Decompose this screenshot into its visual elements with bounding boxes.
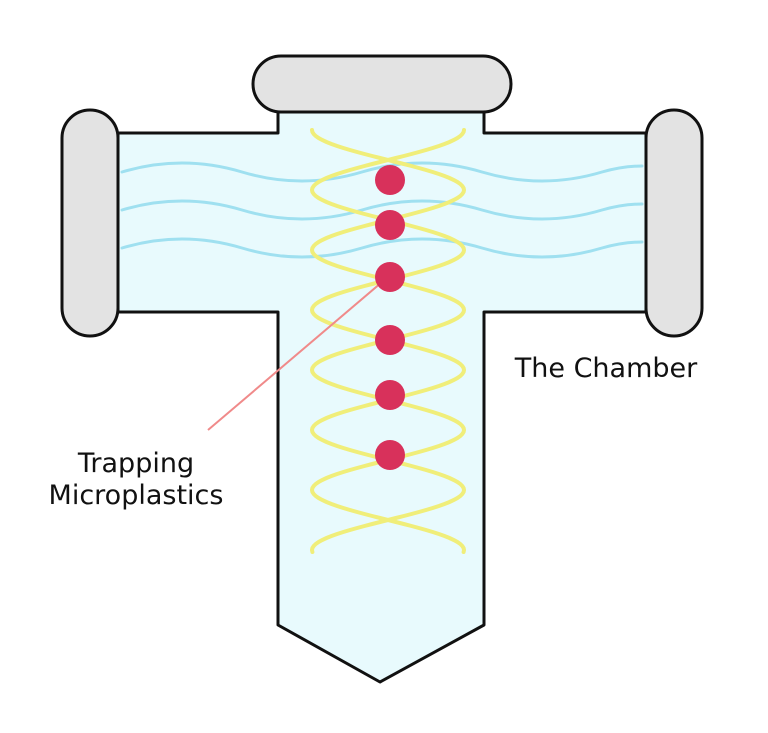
microplastic-particle xyxy=(375,165,405,195)
microplastic-particle xyxy=(375,210,405,240)
microplastic-particle xyxy=(375,262,405,292)
trapping-label-line2: Microplastics xyxy=(49,480,224,511)
trapping-label-line1: Trapping xyxy=(77,448,194,479)
left-end-cap xyxy=(60,108,120,338)
chamber-label: The Chamber xyxy=(514,353,698,384)
water-wave-3 xyxy=(120,237,644,259)
microplastic-particle xyxy=(375,325,405,355)
microplastic-particle xyxy=(375,380,405,410)
trapping-pointer-line xyxy=(207,281,383,431)
microplastic-particles xyxy=(375,165,405,470)
water-wave-2 xyxy=(120,199,644,221)
microplastic-particle xyxy=(375,440,405,470)
top-cap xyxy=(251,54,513,114)
right-end-cap xyxy=(644,108,704,338)
